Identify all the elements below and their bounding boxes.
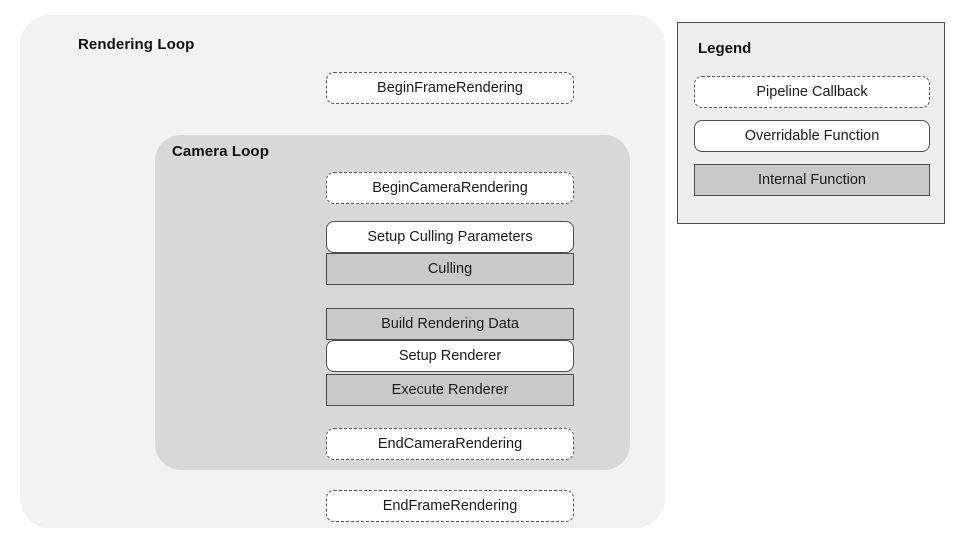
rendering-loop-title: Rendering Loop xyxy=(78,36,195,53)
legend-title: Legend xyxy=(698,40,752,57)
step-begin-camera-rendering[interactable]: BeginCameraRendering xyxy=(326,172,574,204)
camera-loop-title: Camera Loop xyxy=(172,143,269,160)
step-build-rendering-data[interactable]: Build Rendering Data xyxy=(326,308,574,340)
step-setup-renderer[interactable]: Setup Renderer xyxy=(326,340,574,372)
step-setup-culling-parameters[interactable]: Setup Culling Parameters xyxy=(326,221,574,253)
legend-item-overridable-function: Overridable Function xyxy=(694,120,930,152)
step-end-camera-rendering[interactable]: EndCameraRendering xyxy=(326,428,574,460)
step-execute-renderer[interactable]: Execute Renderer xyxy=(326,374,574,406)
step-end-frame-rendering[interactable]: EndFrameRendering xyxy=(326,490,574,522)
legend-item-pipeline-callback: Pipeline Callback xyxy=(694,76,930,108)
legend-panel: Legend Pipeline Callback Overridable Fun… xyxy=(677,22,945,224)
step-culling[interactable]: Culling xyxy=(326,253,574,285)
legend-item-internal-function: Internal Function xyxy=(694,164,930,196)
step-begin-frame-rendering[interactable]: BeginFrameRendering xyxy=(326,72,574,104)
